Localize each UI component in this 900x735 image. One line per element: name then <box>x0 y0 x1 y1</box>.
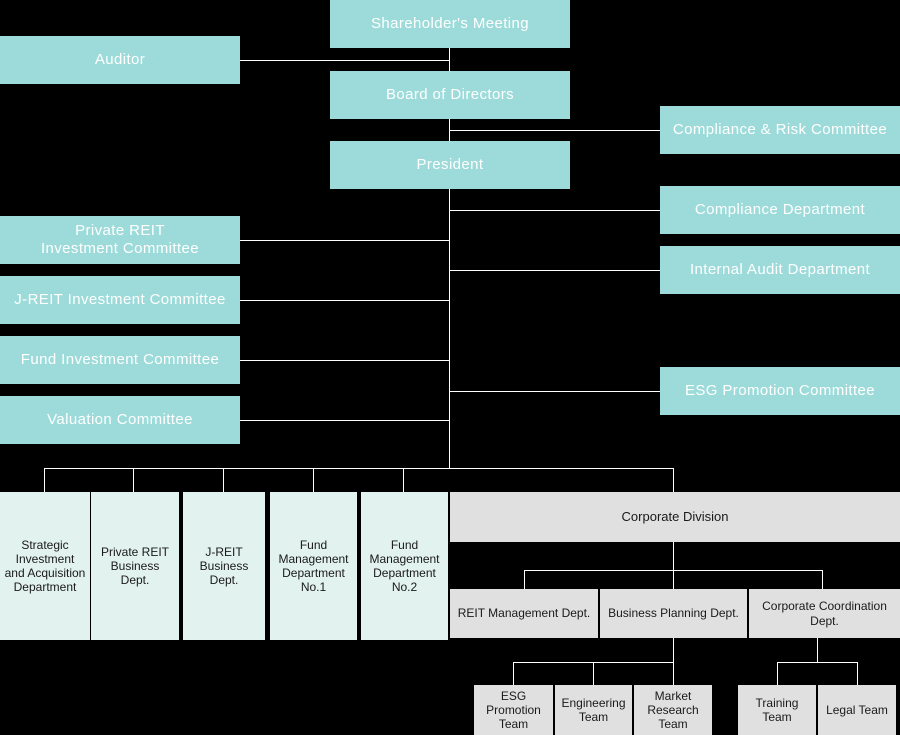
connector-valuation-committee <box>240 420 450 421</box>
node-label: Compliance Department <box>694 201 866 219</box>
node-jreit-business-dept[interactable]: J-REIT Business Dept. <box>183 492 265 640</box>
node-president[interactable]: President <box>330 141 570 189</box>
node-label: Fund Management Department No.1 <box>278 537 349 595</box>
connector-jreit-committee <box>240 300 450 301</box>
node-label: Internal Audit Department <box>689 261 871 279</box>
connector-drop-esg-team <box>513 662 514 685</box>
connector-internal-audit-department <box>450 270 660 271</box>
node-label: Compliance & Risk Committee <box>672 121 888 139</box>
connector-corporate-division-drop <box>673 542 674 570</box>
connector-drop-private-reit <box>133 468 134 492</box>
node-label: Valuation Committee <box>47 411 193 429</box>
connector-drop-corporate-coordination <box>822 570 823 589</box>
connector-compliance-department <box>450 210 660 211</box>
node-fund-management-department-no2[interactable]: Fund Management Department No.2 <box>361 492 448 640</box>
node-label: Engineering Team <box>561 695 626 724</box>
node-strategic-investment-acquisition-department[interactable]: Strategic Investment and Acquisition Dep… <box>0 492 90 640</box>
node-legal-team[interactable]: Legal Team <box>818 685 896 735</box>
node-label-line2: Investment Committee <box>40 240 200 257</box>
node-label: Fund Investment Committee <box>20 351 220 369</box>
node-fund-investment-committee[interactable]: Fund Investment Committee <box>0 336 240 384</box>
node-label: Legal Team <box>826 702 888 717</box>
node-label: ESG Promotion Team <box>486 688 541 732</box>
node-jreit-investment-committee[interactable]: J-REIT Investment Committee <box>0 276 240 324</box>
node-internal-audit-department[interactable]: Internal Audit Department <box>660 246 900 294</box>
node-corporate-division[interactable]: Corporate Division <box>450 492 900 542</box>
node-label: President <box>416 156 484 174</box>
node-board-of-directors[interactable]: Board of Directors <box>330 71 570 119</box>
connector-private-reit-committee <box>240 240 450 241</box>
connector-drop-engineering-team <box>593 662 594 685</box>
node-label: Strategic Investment and Acquisition Dep… <box>4 537 86 595</box>
node-label: Business Planning Dept. <box>608 606 739 621</box>
node-market-research-team[interactable]: Market Research Team <box>634 685 712 735</box>
node-label: Private REIT Business Dept. <box>100 544 169 588</box>
node-engineering-team[interactable]: Engineering Team <box>555 685 632 735</box>
connector-president-main-spine <box>449 189 450 469</box>
connector-team-bus-right <box>777 662 858 663</box>
connector-corporate-coordination-drop <box>817 638 818 662</box>
node-training-team[interactable]: Training Team <box>738 685 816 735</box>
node-label: Board of Directors <box>385 86 515 104</box>
connector-drop-market-research-team <box>673 662 674 685</box>
node-compliance-risk-committee[interactable]: Compliance & Risk Committee <box>660 106 900 154</box>
node-esg-promotion-committee[interactable]: ESG Promotion Committee <box>660 367 900 415</box>
connector-esg-promotion-committee <box>450 391 660 392</box>
node-label-line1: Private REIT <box>75 222 165 240</box>
node-label: Corporate Coordination Dept. <box>762 599 887 628</box>
node-corporate-coordination-dept[interactable]: Corporate Coordination Dept. <box>749 589 900 638</box>
node-fund-management-department-no1[interactable]: Fund Management Department No.1 <box>270 492 357 640</box>
node-label: Training Team <box>755 695 799 724</box>
connector-drop-reit-management <box>524 570 525 589</box>
node-shareholders-meeting[interactable]: Shareholder's Meeting <box>330 0 570 48</box>
connector-auditor-to-spine <box>240 60 450 61</box>
node-auditor[interactable]: Auditor <box>0 36 240 84</box>
connector-drop-fund2 <box>403 468 404 492</box>
connector-drop-legal-team <box>857 662 858 685</box>
node-valuation-committee[interactable]: Valuation Committee <box>0 396 240 444</box>
node-label: J-REIT Investment Committee <box>14 291 226 309</box>
node-esg-promotion-team[interactable]: ESG Promotion Team <box>474 685 553 735</box>
connector-drop-corporate-division <box>673 468 674 492</box>
connector-fund-committee <box>240 360 450 361</box>
node-label: J-REIT Business Dept. <box>199 544 249 588</box>
node-label: ESG Promotion Committee <box>684 382 876 400</box>
node-label: Market Research Team <box>647 688 699 732</box>
connector-board-to-president <box>449 119 450 141</box>
connector-drop-business-planning <box>673 570 674 589</box>
connector-business-planning-drop <box>673 638 674 662</box>
node-compliance-department[interactable]: Compliance Department <box>660 186 900 234</box>
connector-compliance-risk-committee <box>450 130 660 131</box>
node-private-reit-investment-committee[interactable]: Private REIT Investment Committee <box>0 216 240 264</box>
connector-drop-fund1 <box>313 468 314 492</box>
connector-drop-strategic <box>44 468 45 492</box>
node-label: Corporate Division <box>621 509 729 525</box>
node-label: Auditor <box>94 51 146 69</box>
connector-drop-jreit <box>223 468 224 492</box>
node-label: Fund Management Department No.2 <box>369 537 440 595</box>
connector-shareholders-to-board <box>449 48 450 71</box>
node-business-planning-dept[interactable]: Business Planning Dept. <box>600 589 747 638</box>
node-private-reit-business-dept[interactable]: Private REIT Business Dept. <box>91 492 179 640</box>
connector-drop-training-team <box>777 662 778 685</box>
node-label: Shareholder's Meeting <box>370 15 530 33</box>
node-reit-management-dept[interactable]: REIT Management Dept. <box>450 589 598 638</box>
node-label: REIT Management Dept. <box>457 606 591 621</box>
connector-department-bus <box>44 468 674 469</box>
